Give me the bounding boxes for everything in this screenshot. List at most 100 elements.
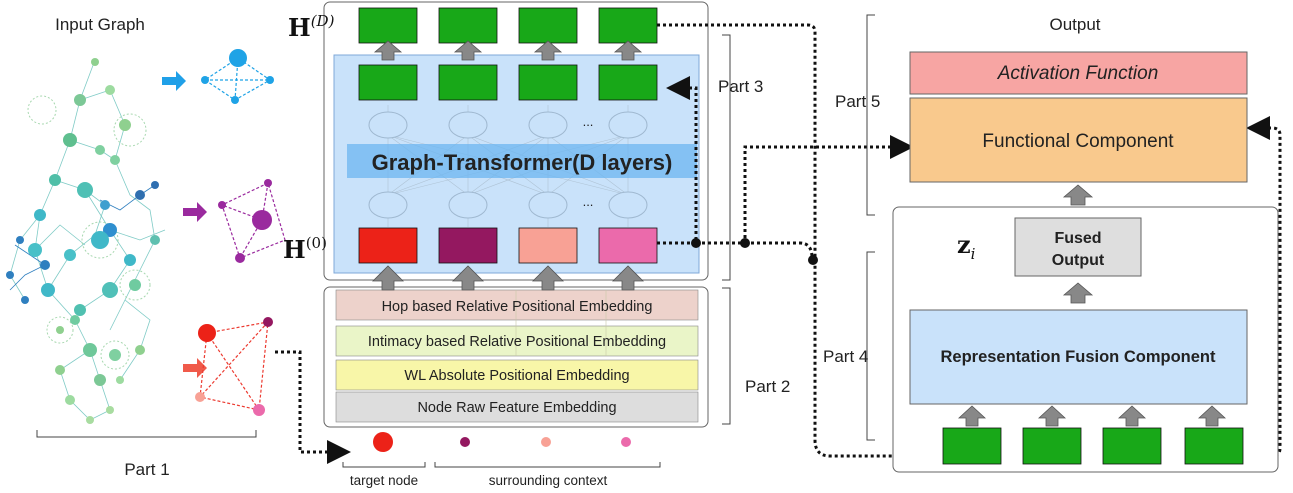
output-title: Output [1049, 15, 1100, 34]
part5-bracket [866, 14, 875, 216]
node-legend: target node surrounding context [342, 432, 661, 488]
fusion-section: Fused Output zi Representation Fusion Co… [823, 206, 1279, 473]
subgraph-purple [183, 179, 286, 263]
fusion-input-box [942, 427, 1002, 465]
up-arrow-icon [1197, 405, 1227, 427]
up-arrow-icon [532, 265, 564, 291]
arrow-right-icon [183, 358, 207, 378]
connector-subgraph-to-target [275, 350, 351, 464]
fused-output-line2: Output [1052, 252, 1105, 269]
part2-bracket [722, 287, 731, 425]
functional-component-label: Functional Component [982, 131, 1174, 152]
fusion-input-boxes [942, 427, 1244, 465]
input-embedding-box [518, 227, 578, 264]
connector-h0-to-functional [696, 135, 914, 245]
legend-context-dot [460, 437, 470, 447]
arrow-right-icon [183, 202, 207, 222]
up-arrow-icon [613, 40, 643, 61]
output-embedding-box [598, 7, 658, 44]
fused-output-box [1014, 217, 1142, 277]
fusion-input-box [1102, 427, 1162, 465]
hidden-embedding-box [358, 64, 418, 101]
input-embedding-box [598, 227, 658, 264]
connector-h0-branch [745, 241, 814, 259]
fusion-component-label: Representation Fusion Component [940, 348, 1216, 366]
h-0-label: H(0) [283, 234, 327, 264]
transformer-top-boxes [358, 64, 658, 101]
transformer-label-band [347, 144, 697, 178]
up-arrow-icon [1062, 184, 1094, 206]
part2-label: Part 2 [745, 377, 790, 396]
up-arrow-icon [957, 405, 987, 427]
output-embedding-box [358, 7, 418, 44]
up-arrow-icon [1037, 405, 1067, 427]
part1-label: Part 1 [124, 460, 169, 479]
embedding-layer-wl [335, 359, 699, 391]
fusion-component-box [909, 309, 1248, 405]
h-output-boxes [358, 7, 658, 44]
up-arrow-icon [373, 40, 403, 61]
connector-h0-residual [657, 76, 698, 245]
functional-component-box [909, 97, 1248, 183]
connectors [657, 23, 1282, 468]
up-arrow-icon [1062, 282, 1094, 304]
arrow-right-icon [162, 71, 186, 91]
embedding-layer-raw [335, 391, 699, 423]
activation-function-label: Activation Function [997, 63, 1159, 84]
input-graph-title: Input Graph [55, 15, 145, 34]
z-i-label: zi [957, 230, 976, 263]
legend-context-label: surrounding context [489, 473, 608, 488]
up-arrow-icon [612, 265, 644, 291]
junction-dot [740, 238, 750, 248]
embedding-layer-hop [335, 289, 699, 321]
up-arrow-icon [372, 265, 404, 291]
fused-output-line1: Fused [1054, 230, 1101, 247]
fusion-input-box [1184, 427, 1244, 465]
legend-target-dot [373, 432, 393, 452]
part1-bracket [36, 430, 257, 438]
hidden-embedding-box [438, 64, 498, 101]
ellipsis-top: ... [583, 114, 594, 129]
subgraph-red [183, 317, 273, 416]
input-graph-section: Input Graph [6, 15, 286, 479]
transformer-neurons [368, 105, 648, 227]
embedding-label-intimacy: Intimacy based Relative Positional Embed… [368, 334, 666, 350]
embedding-label-wl: WL Absolute Positional Embedding [404, 368, 629, 384]
graph-transformer-section: ... ... Graph-Transformer(D layers) H(D)… [283, 1, 763, 291]
legend-target-label: target node [350, 473, 418, 488]
up-arrow-icon [452, 265, 484, 291]
input-graph-network [6, 58, 166, 424]
subgraph-blue [162, 49, 274, 104]
legend-context-dot [621, 437, 631, 447]
transformer-label: Graph-Transformer(D layers) [372, 150, 673, 175]
up-arrow-icon [533, 40, 563, 61]
part3-bracket [722, 34, 731, 281]
connector-hd-to-fusion [657, 23, 939, 468]
part3-label: Part 3 [718, 77, 763, 96]
embedding-label-raw: Node Raw Feature Embedding [417, 400, 616, 416]
embedding-layer-intimacy [335, 325, 699, 357]
legend-context-dot [541, 437, 551, 447]
junction-dot [691, 238, 701, 248]
hidden-embedding-box [598, 64, 658, 101]
part4-label: Part 4 [823, 347, 868, 366]
input-embedding-box [438, 227, 498, 264]
embedding-stack: Hop based Relative Positional Embedding … [323, 286, 790, 428]
connector-fusion-to-functional [1245, 116, 1282, 458]
input-embedding-box [358, 227, 418, 264]
part4-bracket [866, 251, 875, 441]
output-embedding-box [438, 7, 498, 44]
output-embedding-box [518, 7, 578, 44]
up-arrow-icon [453, 40, 483, 61]
up-arrow-icon [1117, 405, 1147, 427]
part5-label: Part 5 [835, 92, 880, 111]
activation-function-box [909, 51, 1248, 95]
h-input-boxes [358, 227, 658, 264]
ellipsis-bottom: ... [583, 194, 594, 209]
embedding-label-hop: Hop based Relative Positional Embedding [382, 299, 653, 315]
fusion-input-box [1022, 427, 1082, 465]
junction-dot [808, 255, 818, 265]
hidden-embedding-box [518, 64, 578, 101]
output-section: Output Activation Function Functional Co… [835, 14, 1248, 216]
